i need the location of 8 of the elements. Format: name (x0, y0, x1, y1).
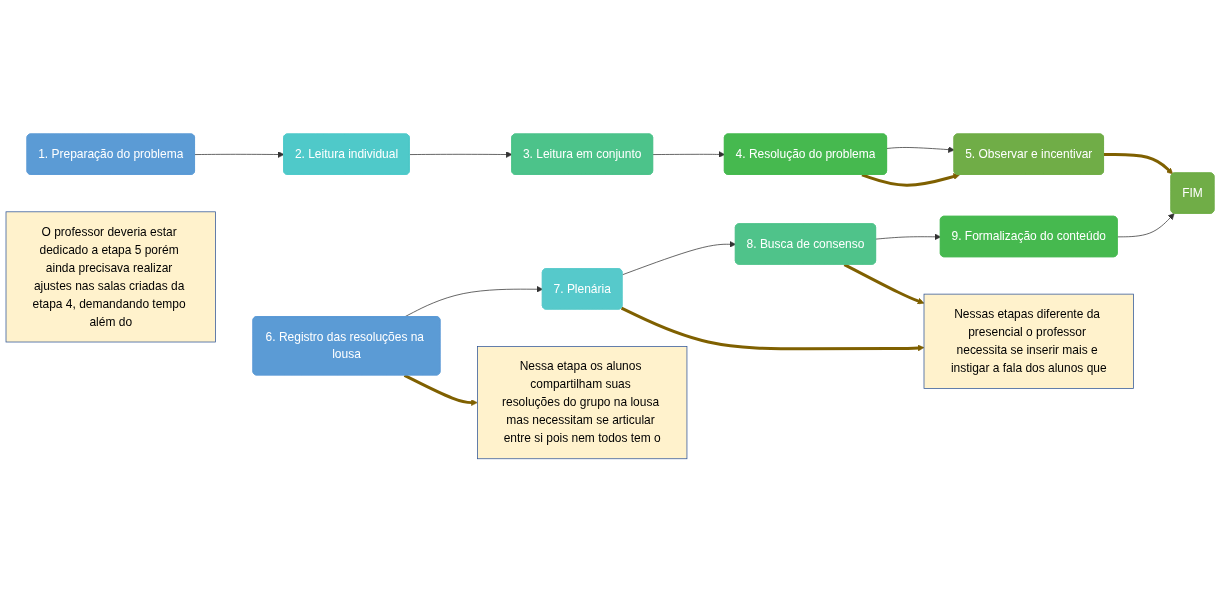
node-box: O professor deveria estar dedicado a etapa 5 porém ainda precisava realizar ajustes nas salas criadas da etapa 4, demandando tempo além do (5, 211, 216, 342)
arrow (403, 373, 478, 406)
arrow (843, 262, 925, 304)
arrow (620, 306, 925, 351)
node-box: Nessa etapa os alunos compartilham suas resoluções do grupo na lousa mas necessitam se articular entre si pois nem todos tem o (477, 345, 688, 459)
node-box: Nessas etapas diferente da presencial o professor necessita se inserir mais e instigar a fala dos alunos que (923, 293, 1134, 389)
arrow (1103, 152, 1174, 174)
arrow (861, 172, 960, 187)
